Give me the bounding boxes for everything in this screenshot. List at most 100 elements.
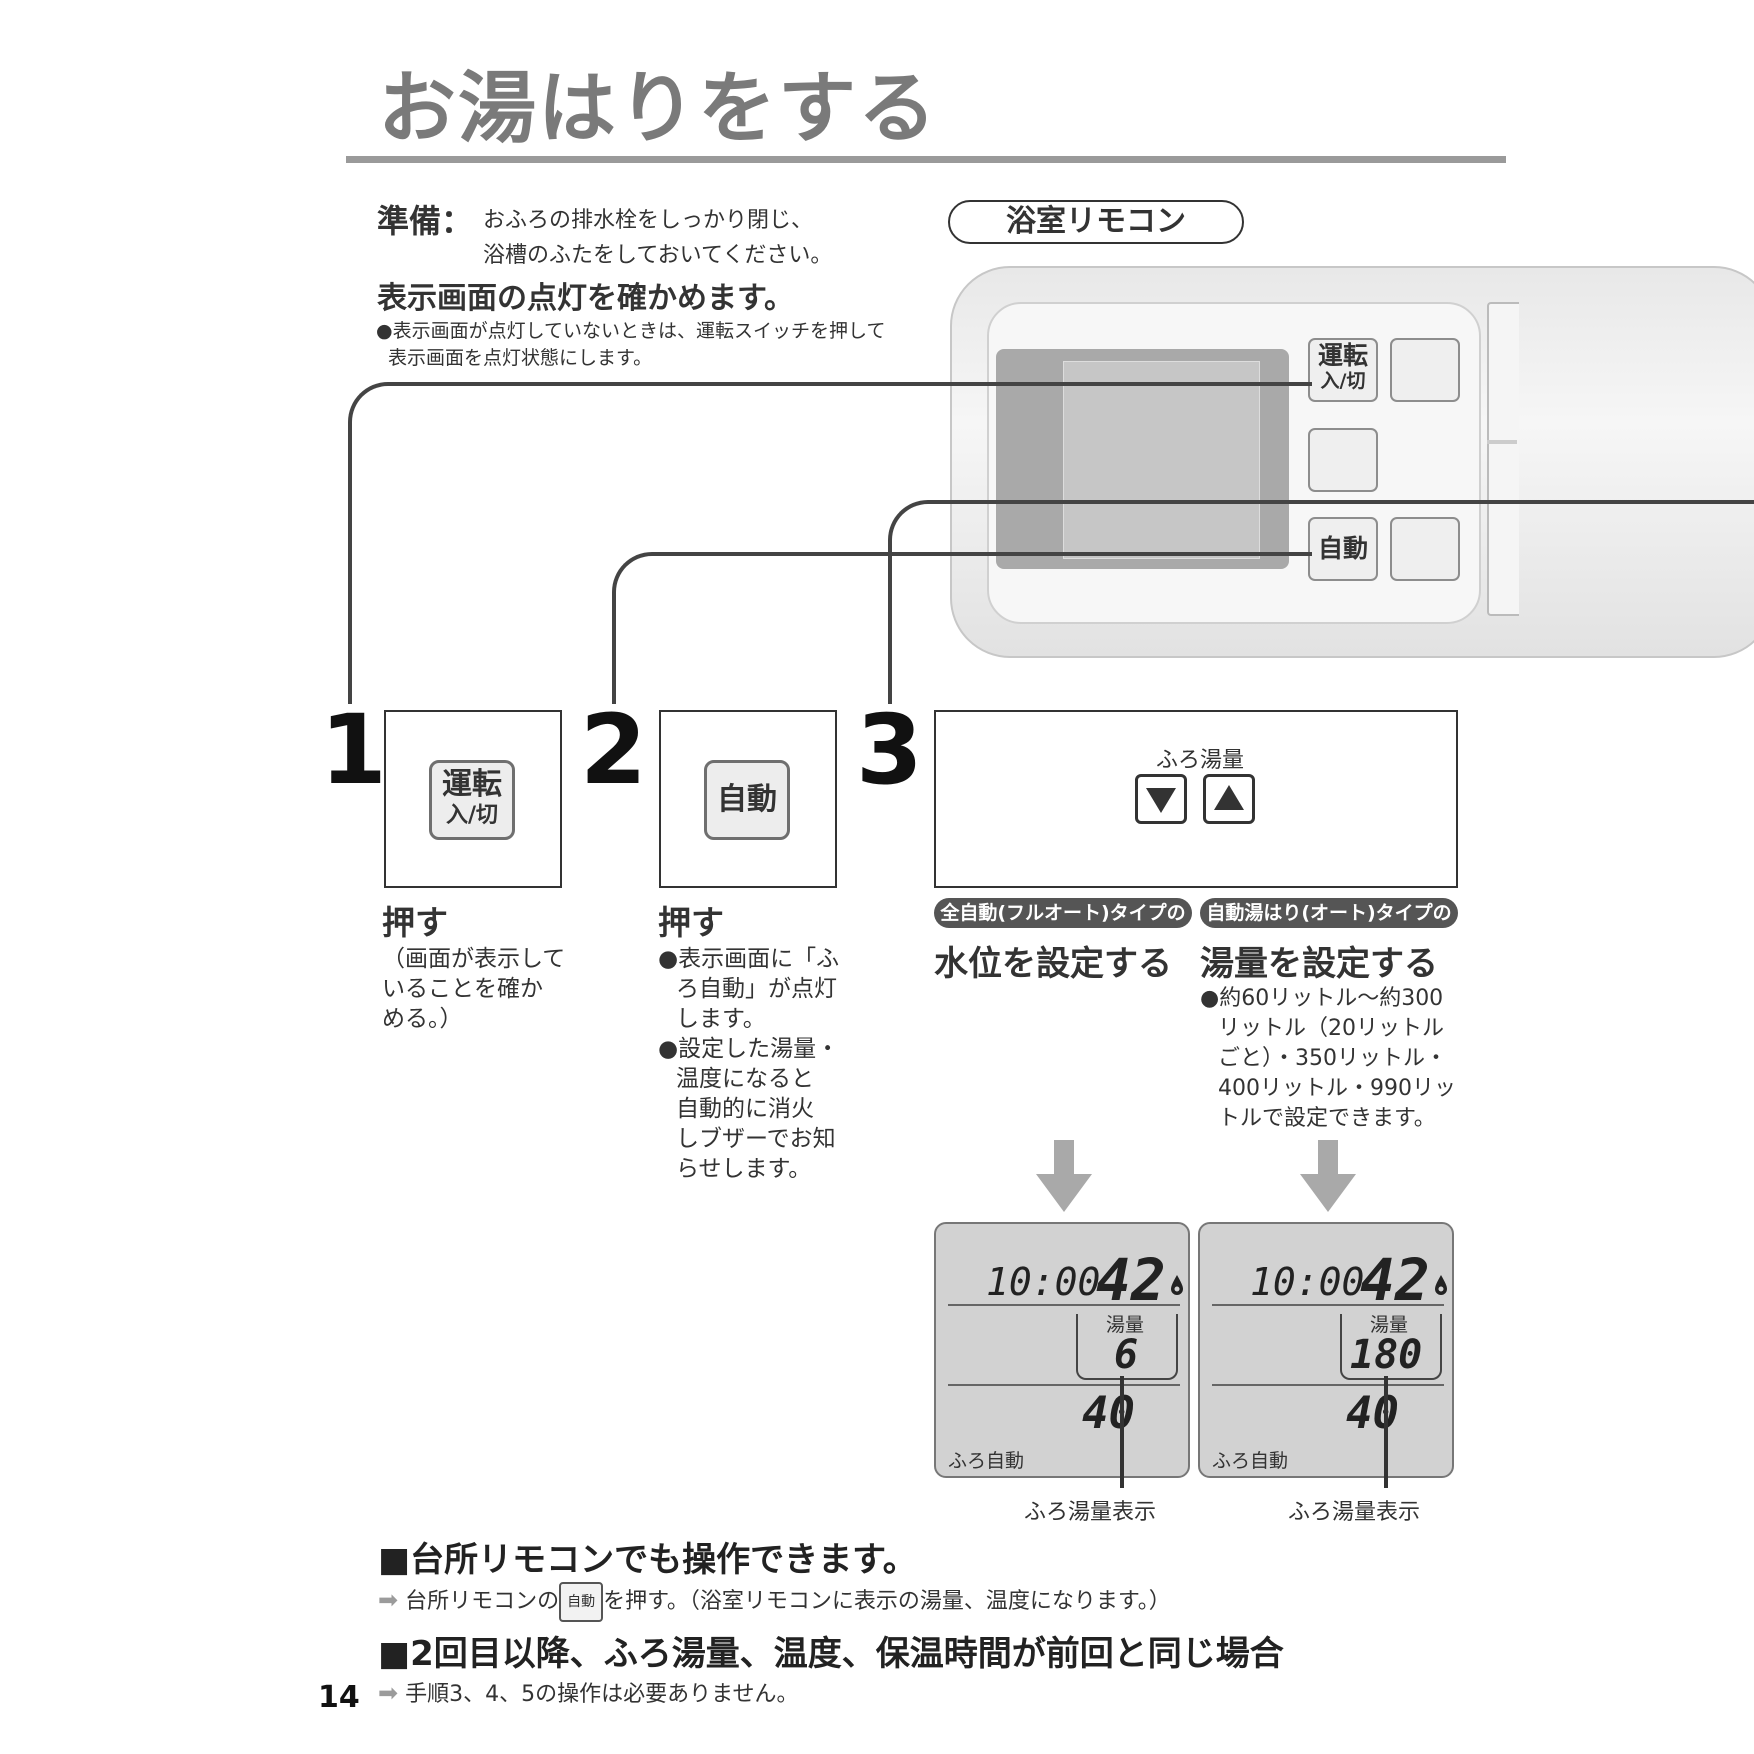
confirm-note: ●表示画面が点灯していないときは、運転スイッチを押して 表示画面を点灯状態にしま… bbox=[376, 318, 916, 372]
confirm-heading: 表示画面の点灯を確かめます。 bbox=[377, 281, 794, 316]
lcd-volume-label: 湯量 bbox=[1106, 1314, 1145, 1336]
lcd-pointer-line bbox=[1120, 1376, 1124, 1488]
remote-blank-button-2[interactable] bbox=[1308, 428, 1378, 492]
bath-volume-display-label: ふろ湯量表示 bbox=[1288, 1500, 1421, 1525]
step-2-text-line: ●設定した湯量・ bbox=[658, 1036, 840, 1062]
flame-icon bbox=[1171, 1275, 1183, 1295]
triangle-up-icon bbox=[1214, 785, 1244, 810]
confirm-note-line-1: ●表示画面が点灯していないときは、運転スイッチを押して bbox=[376, 320, 886, 342]
step-1-text-line: める。） bbox=[382, 1006, 463, 1032]
lcd-display-auto: 10:00 42 湯量 180 40 ふろ自動 bbox=[1198, 1222, 1454, 1478]
lcd-divider bbox=[948, 1384, 1180, 1386]
remote-strip-divider bbox=[1487, 440, 1517, 444]
remote-power-label: 運転 bbox=[1317, 341, 1368, 370]
lcd-divider bbox=[1212, 1304, 1444, 1306]
auto-volume-text: ●約60リットル～約300 リットル（20リットル ごと）・350リットル・ 4… bbox=[1200, 984, 1465, 1134]
repeat-settings-text: ➡ 手順3、4、5の操作は必要ありません。 bbox=[378, 1676, 798, 1708]
remote-screen bbox=[1063, 361, 1260, 559]
lcd-bath-temperature: 40 bbox=[1082, 1388, 1135, 1439]
step-3-box: ふろ湯量 bbox=[934, 710, 1458, 888]
step-2-number: 2 bbox=[580, 694, 647, 806]
leader-line-1 bbox=[348, 382, 1312, 704]
repeat-settings-heading: ■2回目以降、ふろ湯量、温度、保温時間が前回と同じ場合 bbox=[378, 1634, 1284, 1674]
step-1-verb: 押す bbox=[382, 903, 448, 942]
bathroom-remote-label: 浴室リモコン bbox=[948, 200, 1244, 244]
title-divider bbox=[346, 156, 1506, 163]
bath-volume-down-button[interactable] bbox=[1135, 774, 1187, 824]
step-1-text-line: （画面が表示して bbox=[382, 946, 566, 972]
step-1-power-button[interactable]: 運転 入/切 bbox=[429, 760, 515, 840]
lcd-bath-temperature: 40 bbox=[1346, 1388, 1399, 1439]
lcd-display-full-auto: 10:00 42 湯量 6 40 ふろ自動 bbox=[934, 1222, 1190, 1478]
step-2-text: ●表示画面に「ふ ろ自動」が点灯 します。 ●設定した湯量・ 温度になると 自動… bbox=[658, 944, 848, 1184]
kitchen-remote-text: ➡ 台所リモコンの自動を押す。（浴室リモコンに表示の湯量、温度になります。） bbox=[378, 1582, 1171, 1622]
step-1-button-label: 運転 bbox=[442, 767, 502, 802]
repeat-settings-text-body: 手順3、4、5の操作は必要ありません。 bbox=[405, 1682, 799, 1707]
bath-volume-up-button[interactable] bbox=[1203, 774, 1255, 824]
step-2-text-line: 温度になると bbox=[676, 1066, 814, 1092]
leader-line-2 bbox=[612, 552, 1312, 704]
lcd-volume-frame bbox=[1340, 1314, 1442, 1380]
remote-side-strip bbox=[1487, 302, 1519, 616]
lcd-temperature: 42 bbox=[1360, 1246, 1430, 1314]
step-2-auto-button[interactable]: 自動 bbox=[704, 760, 790, 840]
preparation-label: 準備： bbox=[377, 202, 474, 240]
step-1-text-line: いることを確か bbox=[382, 976, 543, 1002]
auto-text-line: 400リットル・990リッ bbox=[1218, 1076, 1456, 1101]
flame-icon bbox=[1435, 1275, 1447, 1295]
auto-type-tag: 自動湯はり(オート)タイプの場合 bbox=[1200, 898, 1458, 954]
page-number: 14 bbox=[318, 1680, 360, 1715]
lcd-volume-value: 6 bbox=[1114, 1332, 1139, 1378]
lcd-volume-label: 湯量 bbox=[1370, 1314, 1409, 1336]
bath-volume-label: ふろ湯量 bbox=[1156, 748, 1245, 773]
lcd-time: 10:00 bbox=[1250, 1260, 1365, 1304]
auto-text-line: ごと）・350リットル・ bbox=[1218, 1046, 1447, 1071]
full-auto-type-tag: 全自動(フルオート)タイプの場合 bbox=[934, 898, 1192, 954]
down-arrow-icon bbox=[1300, 1140, 1356, 1212]
remote-power-sublabel: 入/切 bbox=[1320, 370, 1366, 392]
lcd-volume-value: 180 bbox=[1350, 1332, 1423, 1378]
triangle-down-icon bbox=[1146, 788, 1176, 813]
step-3-number: 3 bbox=[856, 694, 923, 806]
arrow-right-icon: ➡ bbox=[378, 1679, 399, 1707]
kitchen-remote-text-before: 台所リモコンの bbox=[405, 1589, 560, 1614]
step-2-text-line: ●表示画面に「ふ bbox=[658, 946, 840, 972]
remote-blank-button-1[interactable] bbox=[1390, 338, 1460, 402]
lcd-volume-frame bbox=[1076, 1314, 1178, 1380]
lcd-pointer-line bbox=[1384, 1376, 1388, 1488]
confirm-note-line-2: 表示画面を点灯状態にします。 bbox=[388, 347, 653, 369]
step-2-text-line: 自動的に消火 bbox=[676, 1096, 814, 1122]
bath-volume-display-label: ふろ湯量表示 bbox=[1024, 1500, 1157, 1525]
lcd-divider bbox=[948, 1304, 1180, 1306]
remote-auto-button[interactable]: 自動 bbox=[1308, 517, 1378, 581]
auto-text-line: リットル（20リットル bbox=[1218, 1016, 1444, 1041]
auto-text-line: ●約60リットル～約300 bbox=[1200, 986, 1444, 1011]
preparation-text: おふろの排水栓をしっかり閉じ、 浴槽のふたをしておいてください。 bbox=[483, 203, 832, 273]
remote-blank-button-3[interactable] bbox=[1390, 517, 1460, 581]
lcd-time: 10:00 bbox=[986, 1260, 1101, 1304]
step-1-number: 1 bbox=[320, 694, 387, 806]
step-2-text-line: します。 bbox=[676, 1006, 766, 1032]
kitchen-auto-button[interactable]: 自動 bbox=[559, 1582, 604, 1622]
step-1-button-sublabel: 入/切 bbox=[445, 803, 499, 828]
lcd-mode: ふろ自動 bbox=[948, 1450, 1025, 1472]
kitchen-remote-text-after: を押す。（浴室リモコンに表示の湯量、温度になります。） bbox=[603, 1589, 1171, 1614]
step-2-text-line: しブザーでお知 bbox=[676, 1126, 836, 1152]
remote-power-button[interactable]: 運転 入/切 bbox=[1308, 338, 1378, 402]
auto-heading: 湯量を設定する bbox=[1200, 944, 1438, 984]
lcd-temperature: 42 bbox=[1096, 1246, 1166, 1314]
kitchen-remote-heading: ■台所リモコンでも操作できます。 bbox=[378, 1540, 917, 1580]
lcd-mode: ふろ自動 bbox=[1212, 1450, 1289, 1472]
step-1-box: 運転 入/切 bbox=[384, 710, 562, 888]
preparation-line-2: 浴槽のふたをしておいてください。 bbox=[483, 243, 833, 268]
step-2-text-line: らせします。 bbox=[676, 1156, 812, 1182]
step-2-box: 自動 bbox=[659, 710, 837, 888]
down-arrow-icon bbox=[1036, 1140, 1092, 1212]
page-title: お湯はりをする bbox=[378, 64, 939, 154]
preparation-line-1: おふろの排水栓をしっかり閉じ、 bbox=[483, 208, 814, 233]
auto-text-line: トルで設定できます。 bbox=[1218, 1106, 1436, 1131]
full-auto-heading: 水位を設定する bbox=[934, 944, 1172, 984]
step-2-text-line: ろ自動」が点灯 bbox=[676, 976, 837, 1002]
leader-line-3 bbox=[888, 500, 1754, 704]
step-1-text: （画面が表示して いることを確か める。） bbox=[382, 944, 565, 1034]
